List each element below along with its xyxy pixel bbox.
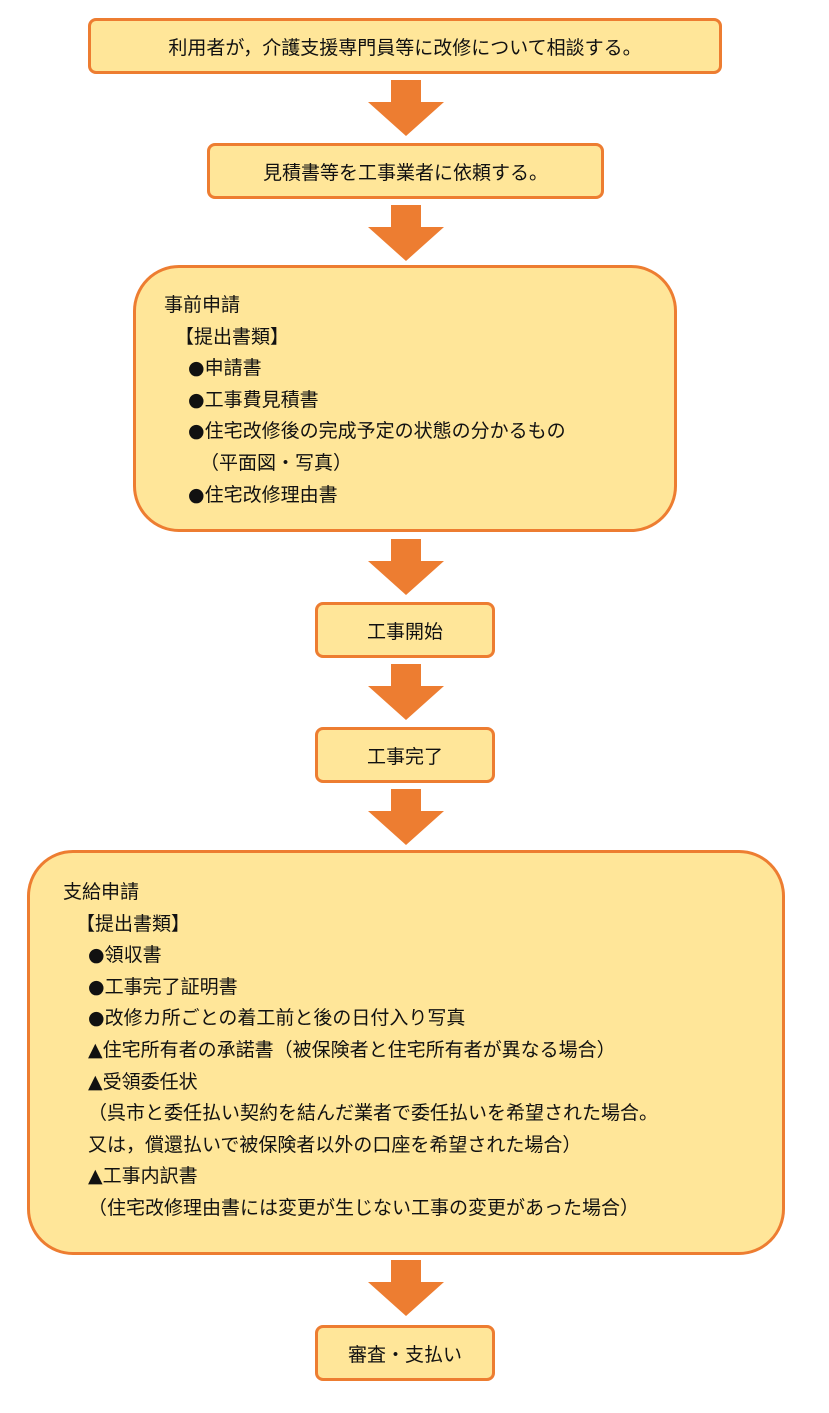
step-complete-box: 工事完了 <box>315 727 495 783</box>
payment-application-item-note: （呉市と委任払い契約を結んだ業者で委任払いを希望された場合。 <box>88 1102 659 1125</box>
payment-application-title: 支給申請 <box>63 881 140 903</box>
step-payment-application-box: 支給申請 【提出書類】 ●領収書 ●工事完了証明書 ●改修カ所ごとの着工前と後の… <box>27 850 785 1255</box>
arrow-down-icon <box>368 205 444 261</box>
pre-application-title: 事前申請 <box>164 294 241 316</box>
step-start-box: 工事開始 <box>315 602 495 658</box>
step-estimate-box: 見積書等を工事業者に依頼する。 <box>207 143 604 199</box>
payment-application-item: ▲工事内訳書 <box>88 1165 198 1188</box>
step-review-text: 審査・支払い <box>347 1343 462 1366</box>
pre-application-item: ●住宅改修後の完成予定の状態の分かるもの <box>188 420 566 443</box>
step-estimate-text: 見積書等を工事業者に依頼する。 <box>262 161 548 184</box>
payment-application-item-note: 又は，償還払いで被保険者以外の口座を希望された場合） <box>88 1133 582 1156</box>
step-consult-box: 利用者が，介護支援専門員等に改修について相談する。 <box>88 18 722 74</box>
arrow-down-icon <box>368 80 444 136</box>
step-complete-text: 工事完了 <box>366 745 443 768</box>
payment-application-item: ▲住宅所有者の承諾書（被保険者と住宅所有者が異なる場合） <box>88 1038 616 1061</box>
pre-application-item: ●申請書 <box>188 357 262 380</box>
payment-application-item: ●改修カ所ごとの着工前と後の日付入り写真 <box>88 1007 466 1030</box>
pre-application-item-note: （平面図・写真） <box>200 451 353 474</box>
payment-application-item: ●工事完了証明書 <box>88 975 238 998</box>
payment-application-item: ▲受領委任状 <box>88 1070 198 1093</box>
step-consult-text: 利用者が，介護支援専門員等に改修について相談する。 <box>168 36 642 59</box>
pre-application-docs-header: 【提出書類】 <box>175 325 290 348</box>
step-pre-application-box: 事前申請 【提出書類】 ●申請書 ●工事費見積書 ●住宅改修後の完成予定の状態の… <box>133 265 677 532</box>
pre-application-item: ●工事費見積書 <box>188 388 319 411</box>
arrow-down-icon <box>368 664 444 720</box>
step-start-text: 工事開始 <box>366 620 443 643</box>
step-review-box: 審査・支払い <box>315 1325 495 1381</box>
payment-application-item: ●領収書 <box>88 944 162 967</box>
arrow-down-icon <box>368 1260 444 1316</box>
arrow-down-icon <box>368 539 444 595</box>
arrow-down-icon <box>368 789 444 845</box>
payment-application-item-note: （住宅改修理由書には変更が生じない工事の変更があった場合） <box>88 1196 640 1219</box>
pre-application-item: ●住宅改修理由書 <box>188 483 338 506</box>
payment-application-docs-header: 【提出書類】 <box>76 912 191 935</box>
